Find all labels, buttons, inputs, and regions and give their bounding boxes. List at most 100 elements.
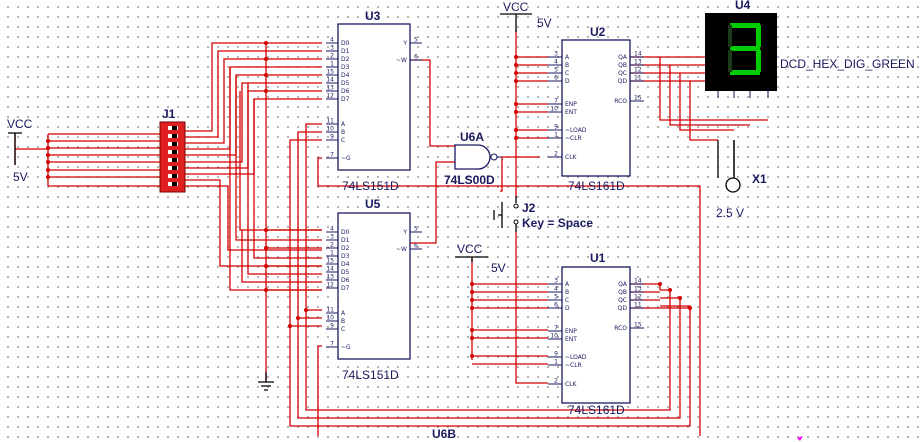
u3-pin-name: D6 (341, 88, 350, 95)
u5-pin-name: C (341, 326, 345, 333)
u5-pin-num: 6 (414, 243, 418, 250)
u1-pin-name: C (565, 297, 569, 304)
u1-pin-num: 7 (554, 325, 558, 332)
u3-pin-num: 9 (330, 134, 334, 141)
u2-pin-num: 6 (554, 75, 558, 82)
u5-mux-chip[interactable]: D04D13D22D31D415D514D613D712A11B10C9~G7Y… (326, 212, 422, 360)
u5-pin-num: 9 (330, 323, 334, 330)
u5-pin-name: D6 (341, 277, 350, 284)
u3-pin-num: 12 (326, 93, 334, 100)
j1-dip-switch[interactable]: J1 (159, 107, 186, 193)
u5-ref-label: U5 (365, 197, 381, 211)
ground-symbol (258, 372, 274, 391)
j2-ref-label: J2 (522, 201, 536, 215)
u1-pin-name: A (565, 281, 570, 288)
u5-pin-name: D4 (341, 261, 350, 268)
u3-pin-name: A (341, 121, 346, 128)
u2-pin-name: D (565, 78, 570, 85)
u2-pin-num: 1 (554, 132, 558, 139)
u5-pin-num: 13 (326, 274, 334, 281)
u3-pin-name: D3 (341, 64, 350, 71)
u3-pin-name: Y (402, 40, 407, 47)
u5-pin-num: 3 (330, 234, 334, 241)
vcc-top-symbol: VCC 5V (500, 0, 552, 32)
u6a-nand-gate[interactable]: U6A 74LS00D (444, 130, 502, 187)
u1-pin-name: ENP (565, 328, 577, 335)
u1-pin-num: 9 (554, 351, 558, 358)
u3-pin-name: ~W (396, 57, 407, 64)
vcc-top-label: VCC (503, 0, 529, 14)
u3-pin-name: B (341, 129, 345, 136)
u3-pin-num: 10 (326, 126, 334, 133)
x1-ref-label: X1 (752, 172, 767, 186)
u2-pin-num: 15 (634, 95, 642, 102)
u1-pin-name: ENT (565, 336, 577, 343)
u6a-part-label: 74LS00D (444, 173, 495, 187)
vcc-left-label: VCC (7, 117, 33, 131)
j2-push-button[interactable]: J2 Key = Space (493, 196, 593, 232)
u2-pin-name: QD (618, 78, 628, 85)
u3-part-label: 74LS151D (342, 179, 399, 193)
u3-pin-name: C (341, 137, 345, 144)
u5-pin-name: D1 (341, 237, 350, 244)
u5-pin-num: 1 (330, 250, 334, 257)
u5-pin-name: D0 (341, 229, 350, 236)
u3-pin-num: 13 (326, 85, 334, 92)
u1-pin-name: QA (618, 281, 628, 288)
u2-pin-name: CLK (565, 154, 578, 161)
u5-pin-num: 2 (330, 242, 334, 249)
u3-mux-chip[interactable]: D04D13D22D31D415D514D613D712A11B10C9~G7Y… (326, 23, 422, 171)
u1-pin-num: 6 (554, 302, 558, 309)
u3-pin-num: 14 (326, 77, 334, 84)
u1-pin-name: D (565, 305, 570, 312)
u2-pin-num: 7 (554, 98, 558, 105)
u4-part-label: DCD_HEX_DIG_GREEN (780, 57, 915, 71)
u1-part-label: 74LS161D (568, 403, 625, 417)
u2-pin-num: 10 (550, 106, 558, 113)
u1-pin-name: QC (618, 297, 627, 304)
u2-pin-name: ~CLR (565, 135, 582, 142)
u3-pin-name: D0 (341, 40, 350, 47)
u1-pin-num: 4 (554, 286, 558, 293)
u5-pin-num: 10 (326, 315, 334, 322)
u3-pin-name: D5 (341, 80, 350, 87)
u1-pin-name: QB (618, 289, 627, 296)
u1-pin-num: 13 (634, 286, 642, 293)
wires (14, 30, 769, 436)
u6b-ref-label: U6B (432, 427, 456, 441)
u3-pin-num: 7 (330, 152, 334, 159)
u5-pin-name: B (341, 318, 345, 325)
u5-pin-num: 15 (326, 258, 334, 265)
vcc-mid-voltage: 5V (491, 261, 506, 275)
x1-probe[interactable]: X1 2.5 V (716, 140, 767, 220)
u1-pin-name: ~CLR (565, 362, 582, 369)
u2-pin-name: ENP (565, 101, 577, 108)
u2-pin-name: RCO (614, 98, 627, 105)
vcc-mid-symbol: VCC 5V (455, 242, 506, 275)
u2-part-label: 74LS161D (568, 179, 625, 193)
j2-key-label: Key = Space (522, 216, 593, 230)
u3-pin-num: 3 (330, 45, 334, 52)
u3-pin-name: ~G (341, 155, 351, 162)
u2-pin-num: 13 (634, 59, 642, 66)
x1-value-label: 2.5 V (716, 206, 744, 220)
u3-pin-name: D2 (341, 56, 350, 63)
vcc-top-voltage: 5V (537, 16, 552, 30)
vcc-mid-label: VCC (457, 242, 483, 256)
u2-pin-name: QB (618, 62, 627, 69)
u5-pin-name: ~W (396, 246, 407, 253)
u1-pin-num: 12 (634, 294, 642, 301)
u5-pin-name: Y (402, 229, 407, 236)
u2-pin-name: QA (618, 54, 628, 61)
u4-seven-segment-display: U4 DCD_HEX_DIG_GREEN (705, 0, 915, 98)
u1-pin-num: 3 (554, 278, 558, 285)
u2-pin-name: ENT (565, 109, 577, 116)
vcc-left-symbol: VCC 5V (7, 117, 33, 184)
u2-pin-num: 4 (554, 59, 558, 66)
u2-pin-num: 3 (554, 51, 558, 58)
u1-pin-name: ~LOAD (565, 354, 587, 361)
stray-marker (797, 436, 803, 441)
